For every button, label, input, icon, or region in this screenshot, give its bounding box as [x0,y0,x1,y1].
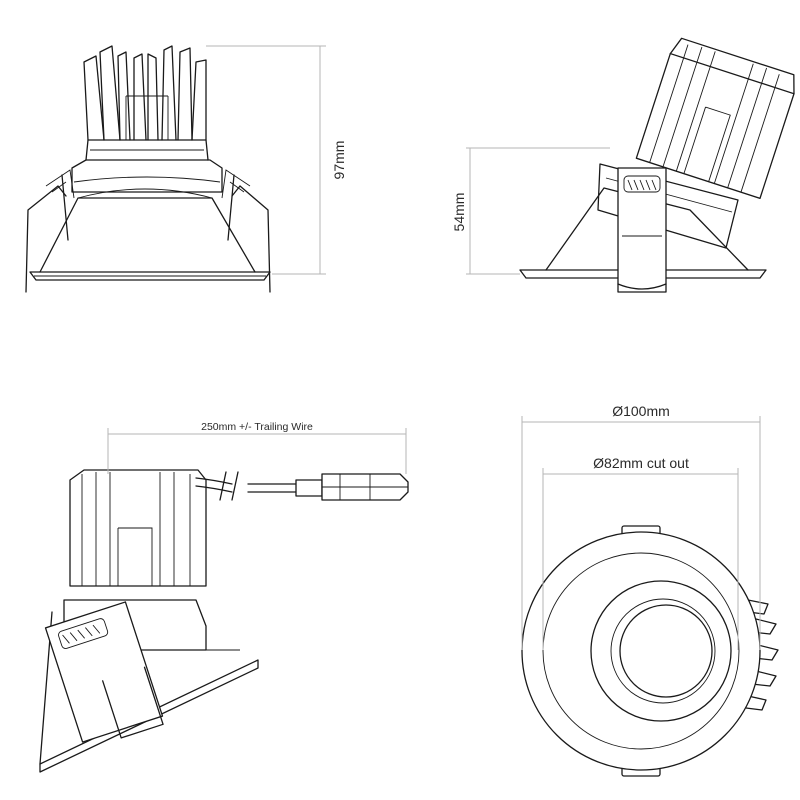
front-view [25,45,271,293]
dimension-outer-diameter-label: Ø100mm [612,403,670,419]
dimension-trailing-wire: 250mm +/- Trailing Wire [107,421,407,474]
side-view [519,37,795,293]
dimension-54mm-label: 54mm [451,193,467,232]
dimension-trailing-wire-label: 250mm +/- Trailing Wire [201,421,313,433]
dimension-outer-diameter: Ø100mm [521,403,761,650]
tilted-view [39,469,409,773]
face-view [521,525,779,777]
dimension-97mm: 97mm [206,45,347,275]
dimension-97mm-label: 97mm [331,141,347,180]
dimension-cut-out-label: Ø82mm cut out [593,455,689,471]
dimension-54mm: 54mm [451,147,610,275]
dimension-cut-out: Ø82mm cut out [542,455,739,650]
